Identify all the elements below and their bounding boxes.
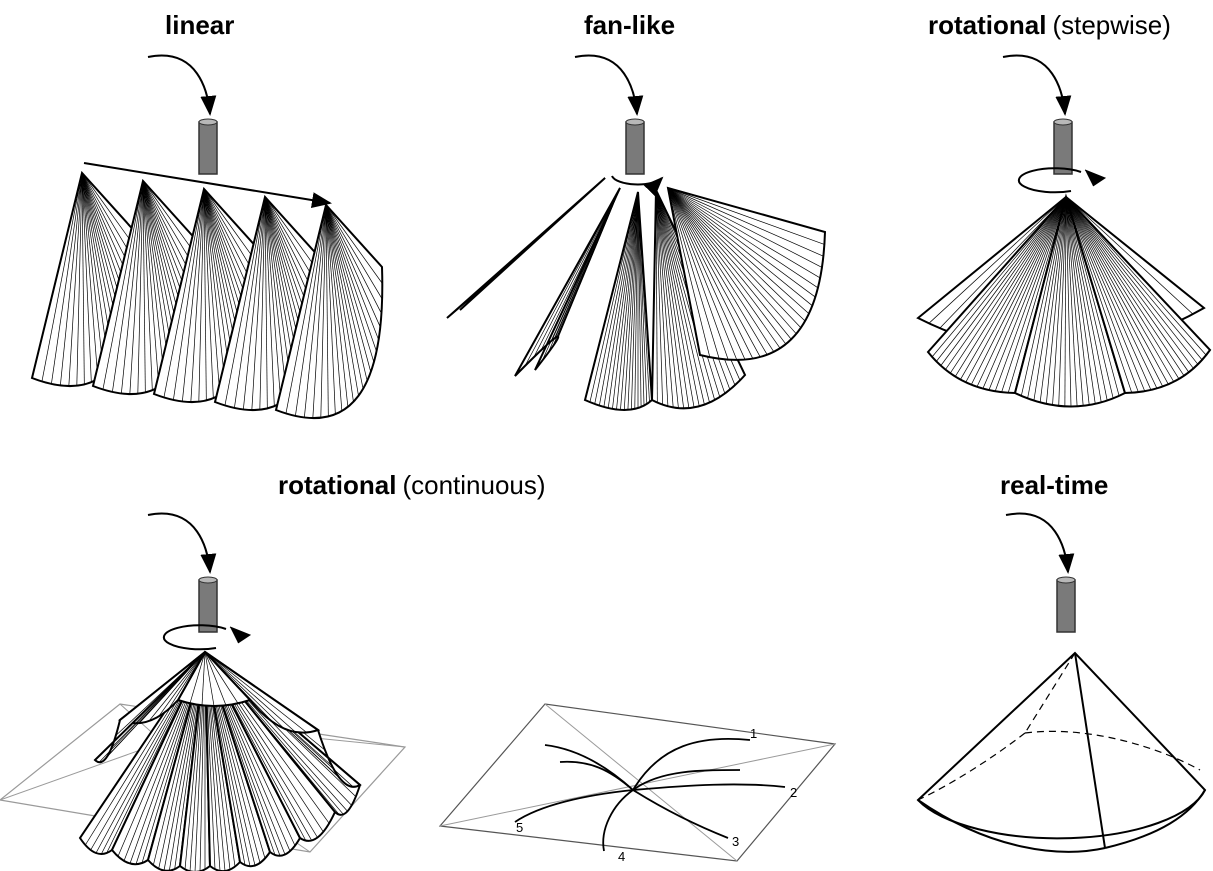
trajectory-label-5: 5 — [516, 820, 523, 835]
transducer-probe-icon — [199, 119, 217, 174]
real-time-volume-diagram — [918, 514, 1205, 852]
trajectory-label-4: 4 — [618, 849, 625, 864]
scan-trajectory — [633, 784, 785, 790]
rotational-continuous-diagram — [0, 514, 405, 871]
image-plane — [585, 192, 652, 410]
trajectory-label-3: 3 — [732, 834, 739, 849]
scan-trajectory — [560, 762, 633, 790]
scan-trajectory — [633, 770, 740, 790]
rotational-stepwise-diagram — [918, 56, 1210, 407]
cable-icon — [148, 514, 210, 572]
pyramidal-volume — [918, 653, 1205, 838]
trajectory-plane-diagram: 1 2 3 4 5 — [440, 704, 835, 864]
scan-trajectory — [603, 790, 633, 851]
transducer-probe-icon — [1054, 119, 1072, 174]
linear-scan-diagram — [32, 56, 382, 419]
transducer-probe-icon — [1057, 577, 1075, 632]
cable-icon — [1006, 514, 1068, 572]
transducer-probe-icon — [199, 577, 217, 632]
cable-icon — [148, 56, 210, 114]
scan-trajectory — [633, 790, 728, 838]
fan-like-scan-diagram — [447, 56, 825, 410]
rotation-arrow-icon — [612, 176, 662, 184]
transducer-probe-icon — [626, 119, 644, 174]
scan-trajectory — [545, 745, 633, 790]
cable-icon — [575, 56, 637, 114]
image-plane — [447, 178, 605, 318]
cable-icon — [1003, 56, 1065, 114]
trajectory-label-1: 1 — [750, 726, 757, 741]
trajectory-label-2: 2 — [790, 785, 797, 800]
scan-trajectory — [515, 790, 633, 822]
